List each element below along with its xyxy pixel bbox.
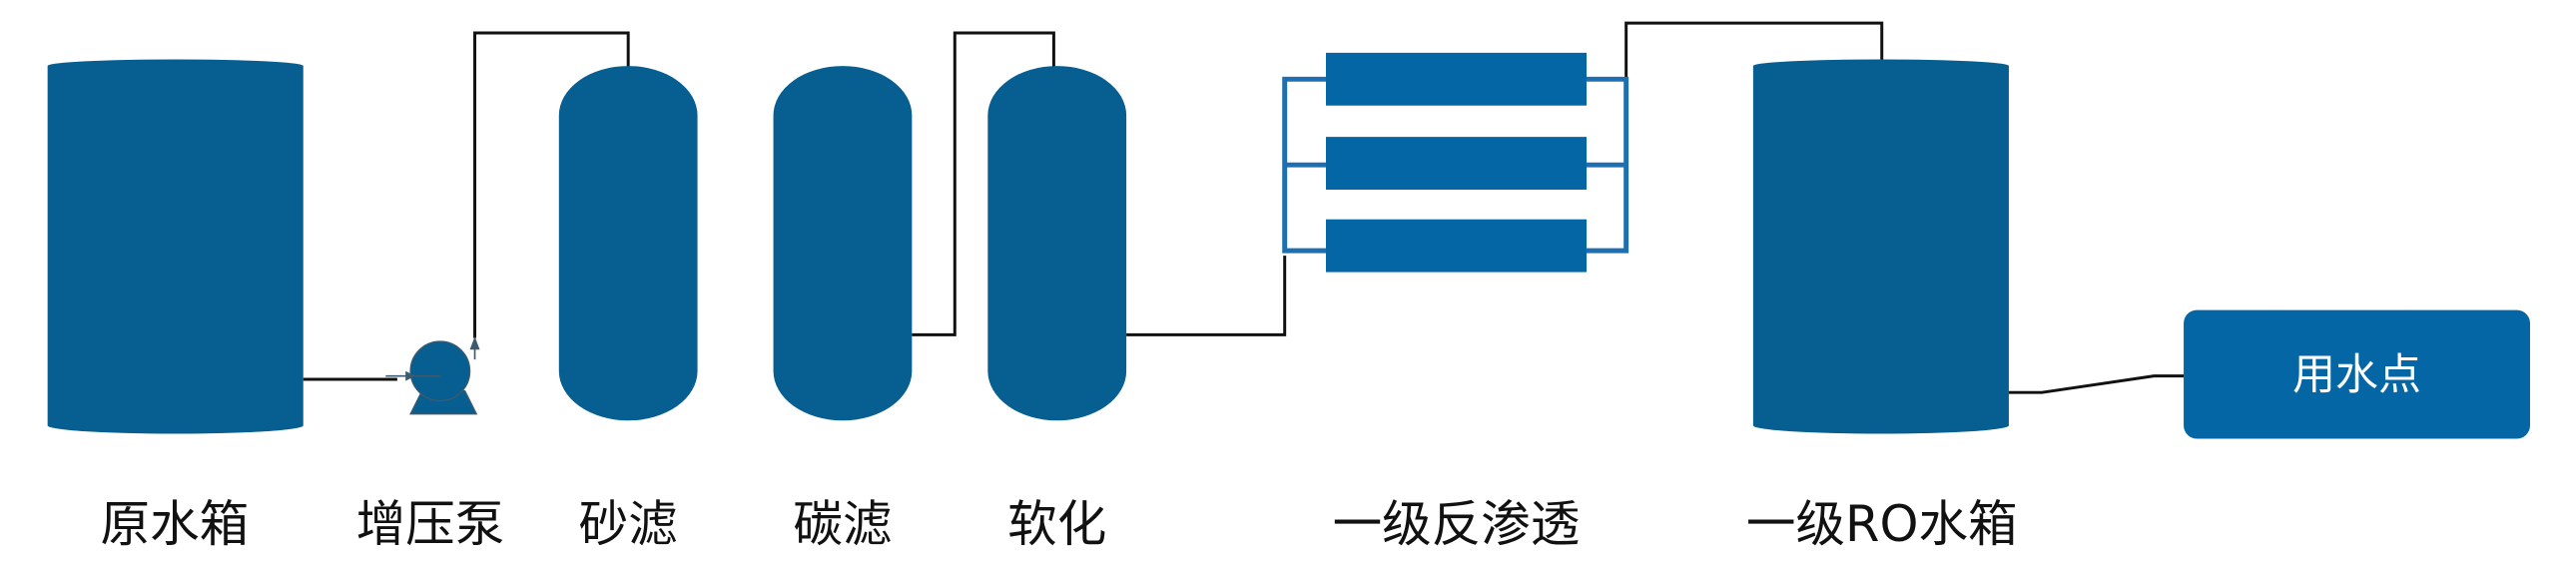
label-raw-tank: 原水箱 xyxy=(101,495,250,553)
pipe-softener-to-ro xyxy=(1126,256,1287,336)
use-point-label: 用水点 xyxy=(2292,350,2421,400)
ro-membrane-2 xyxy=(1325,137,1588,190)
carbon-filter-vessel xyxy=(773,66,913,421)
label-carbon-filter: 碳滤 xyxy=(793,495,892,553)
softener-vessel xyxy=(987,66,1127,421)
label-softener: 软化 xyxy=(1007,495,1106,553)
sand-filter-vessel xyxy=(558,66,698,421)
pipe-carbon-to-softener xyxy=(912,31,1055,336)
raw-water-tank xyxy=(47,59,304,434)
booster-pump-icon xyxy=(385,336,480,415)
ro-membrane-3 xyxy=(1325,219,1588,273)
label-ro-stage1: 一级反渗透 xyxy=(1333,495,1581,553)
label-ro-tank: 一级RO水箱 xyxy=(1746,495,2018,553)
pipe-ro-to-tank xyxy=(1624,21,1884,80)
pipe-tank-to-use xyxy=(2008,374,2185,394)
ro-water-tank xyxy=(1752,59,2009,434)
ro-manifold xyxy=(1282,76,1629,254)
label-sand-filter: 砂滤 xyxy=(579,495,678,553)
pipe-pump-to-sand xyxy=(473,31,630,338)
label-booster-pump: 增压泵 xyxy=(356,495,505,553)
use-point-box xyxy=(2184,309,2530,439)
ro-membrane-1 xyxy=(1325,52,1588,106)
